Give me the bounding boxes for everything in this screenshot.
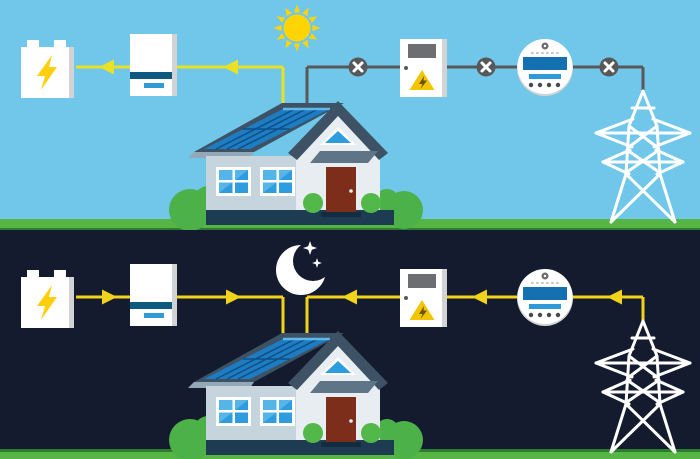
night-scene — [0, 230, 700, 459]
blocked-x-icon — [347, 56, 369, 78]
electric-meter-icon — [517, 39, 573, 96]
day-grass-edge — [0, 228, 700, 232]
night-grass — [0, 452, 700, 459]
inverter-icon — [130, 34, 177, 96]
night-flow-line — [76, 295, 645, 352]
day-scene — [0, 0, 700, 233]
inverter-icon — [130, 264, 177, 326]
blocked-x-icon — [475, 56, 497, 78]
battery-icon — [21, 270, 74, 328]
battery-icon — [21, 40, 74, 98]
breaker-box-icon — [400, 39, 447, 97]
breaker-box-icon — [400, 269, 447, 327]
blocked-x-icon — [598, 56, 620, 78]
electric-meter-icon — [517, 269, 573, 326]
moon-icon — [276, 241, 333, 295]
